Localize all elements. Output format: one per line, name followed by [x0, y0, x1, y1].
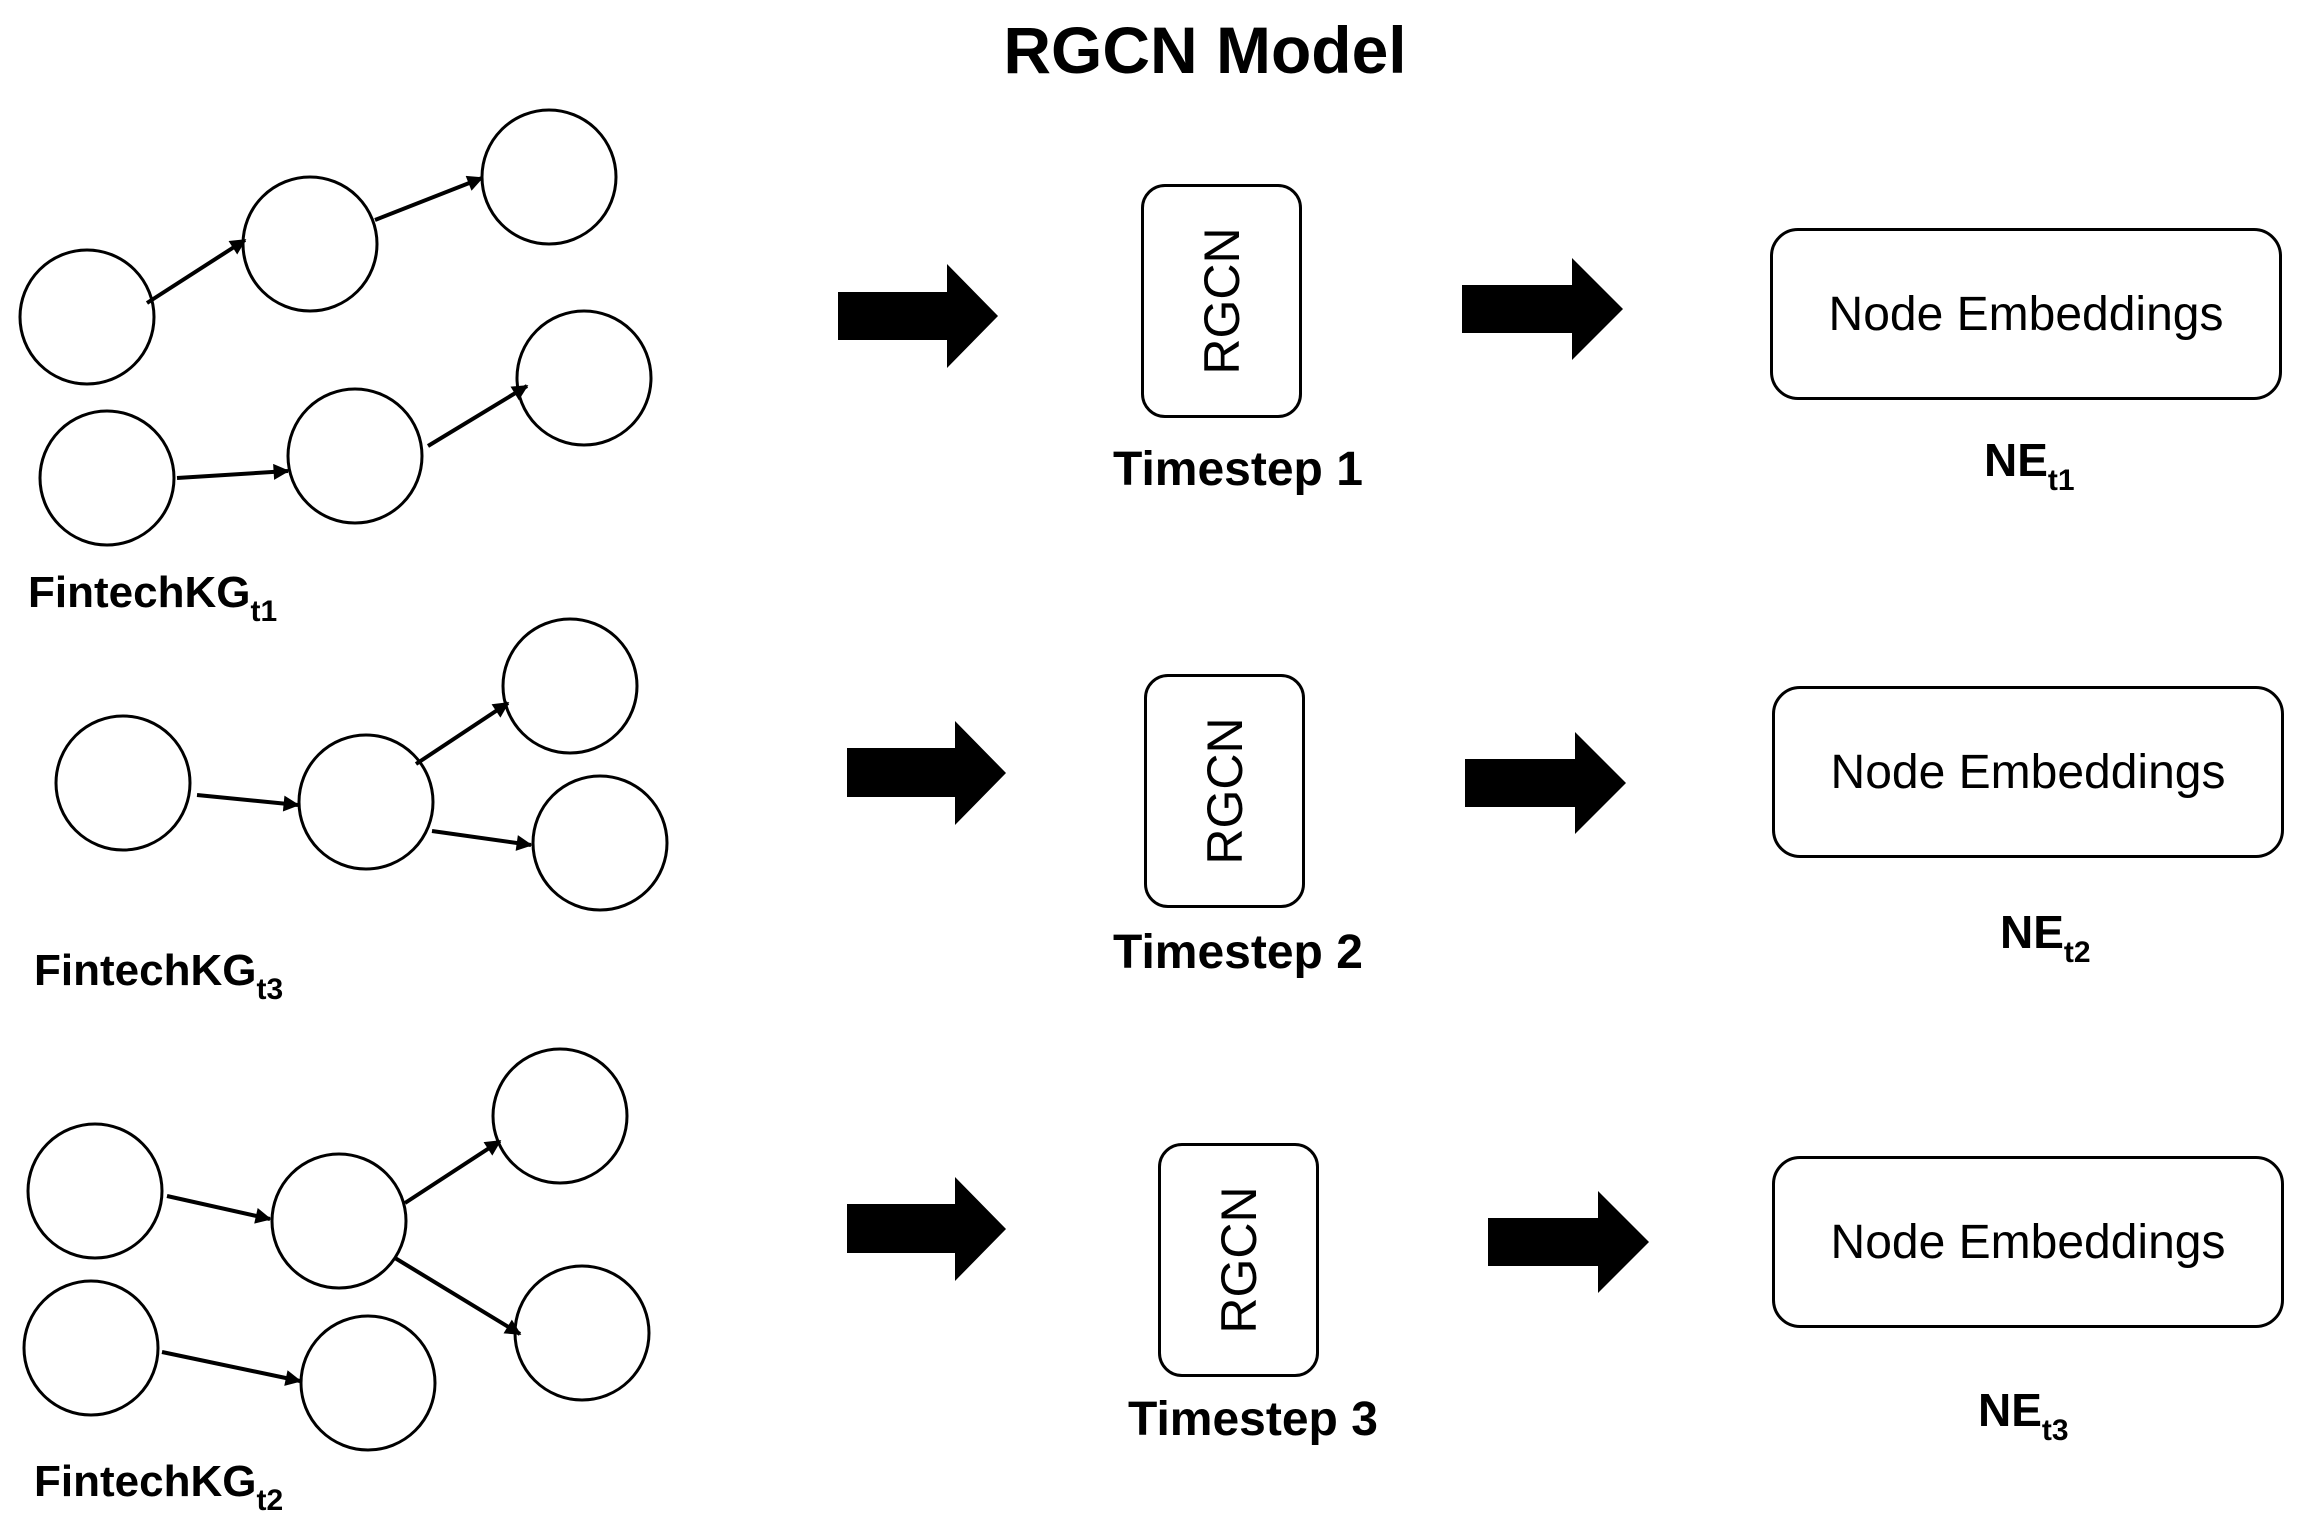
graph-node: [22, 1279, 160, 1417]
graph-node: [38, 409, 176, 547]
rgcn-label: RGCN: [1210, 1186, 1267, 1334]
graph-node: [18, 248, 156, 386]
node-embeddings-label: Node Embeddings: [1828, 287, 2224, 341]
node-embeddings-box-1: Node Embeddings: [1770, 228, 2282, 400]
graph-edge: [403, 1139, 502, 1205]
kg-label-2: FintechKGt3: [34, 946, 284, 1006]
graph-edge: [145, 238, 247, 305]
graph-node: [513, 1264, 651, 1402]
graph-1: [18, 108, 653, 547]
graph-edge: [431, 829, 533, 851]
graph-node: [270, 1152, 408, 1290]
block-arrow-3a: [847, 1177, 1006, 1281]
graph-node: [297, 733, 435, 871]
graph-edge: [374, 175, 484, 222]
rgcn-label: RGCN: [1193, 227, 1250, 375]
kg-label-1: FintechKGt1: [28, 568, 278, 628]
rgcn-box-2: RGCN: [1144, 674, 1305, 908]
node-embeddings-box-2: Node Embeddings: [1772, 686, 2284, 858]
graph-node: [491, 1047, 629, 1185]
graph-node: [54, 714, 192, 852]
graph-node: [299, 1314, 437, 1452]
ne-label-2: NEt2: [2000, 906, 2091, 969]
block-arrow-2b: [1465, 732, 1626, 834]
timestep-label-1: Timestep 1: [1113, 443, 1363, 496]
graph-node: [241, 175, 379, 313]
graph-node: [480, 108, 618, 246]
timestep-label-2: Timestep 2: [1113, 926, 1363, 979]
graph-edge: [426, 384, 529, 448]
block-arrow-1a: [838, 264, 998, 368]
rgcn-box-1: RGCN: [1141, 184, 1302, 418]
rgcn-box-3: RGCN: [1158, 1143, 1319, 1377]
graph-edge: [166, 1194, 272, 1224]
graph-node: [515, 309, 653, 447]
diagram-title: RGCN Model: [1003, 13, 1407, 87]
block-arrow-1b: [1462, 258, 1623, 360]
graph-node: [501, 617, 639, 755]
graph-edge: [176, 463, 290, 480]
graph-3: [22, 1047, 651, 1452]
graph-node: [531, 774, 669, 912]
ne-label-1: NEt1: [1984, 434, 2075, 497]
graph-edge: [196, 793, 300, 812]
timestep-label-3: Timestep 3: [1128, 1393, 1378, 1446]
rgcn-label: RGCN: [1196, 717, 1253, 865]
node-embeddings-label: Node Embeddings: [1830, 745, 2226, 799]
node-embeddings-box-3: Node Embeddings: [1772, 1156, 2284, 1328]
graph-node: [286, 387, 424, 525]
graph-edge: [393, 1256, 522, 1336]
graph-2: [54, 617, 669, 912]
graph-edge: [161, 1350, 302, 1386]
ne-label-3: NEt3: [1978, 1384, 2069, 1447]
graph-edge: [414, 701, 510, 766]
graph-node: [26, 1122, 164, 1260]
block-arrow-2a: [847, 721, 1006, 825]
node-embeddings-label: Node Embeddings: [1830, 1215, 2226, 1269]
block-arrow-3b: [1488, 1191, 1649, 1293]
kg-label-3: FintechKGt2: [34, 1457, 284, 1517]
